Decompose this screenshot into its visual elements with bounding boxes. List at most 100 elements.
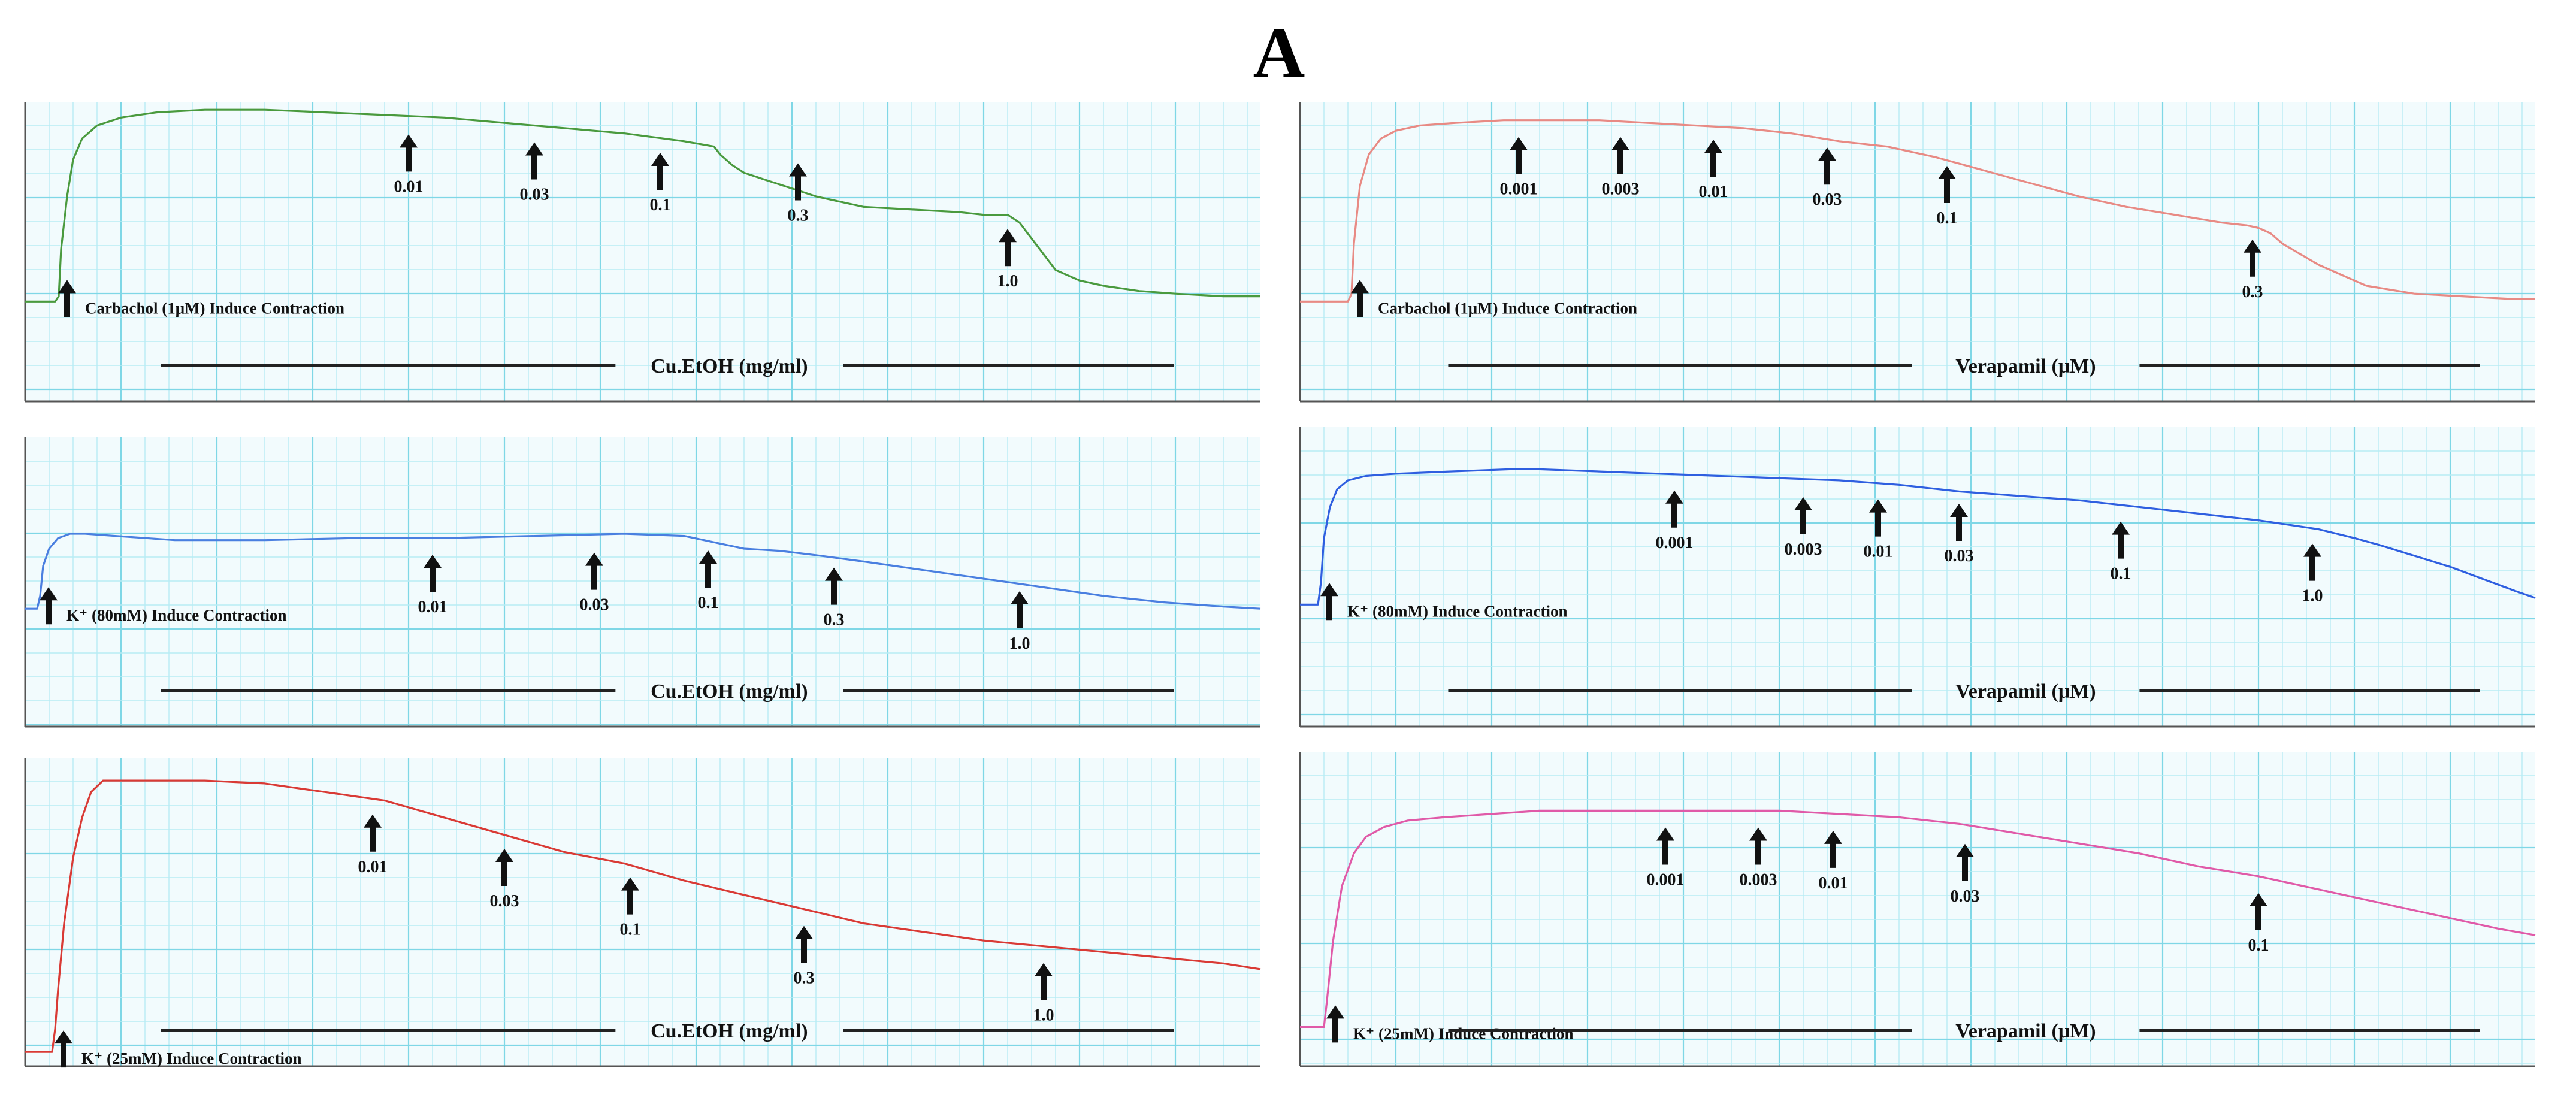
dose-arrow-icon-shape [789,163,807,201]
dose-arrow-icon-shape [1611,137,1629,174]
induction-arrow-icon-shape [1326,1005,1344,1043]
dose-label: 0.003 [1740,870,1777,889]
induction-label: Carbachol (1μM) Induce Contraction [85,299,344,317]
dose-arrow-icon [424,555,442,592]
panel-k25-cu-etoh: K⁺ (25mM) Induce Contraction0.010.030.10… [24,758,1261,1068]
dose-label: 1.0 [2302,587,2323,606]
induction-label: K⁺ (25mM) Induce Contraction [81,1049,301,1067]
dose-arrow-icon-shape [1510,137,1528,174]
dose-label: 0.01 [1864,543,1893,561]
chart-paper [25,437,1260,727]
panel-k25-verapamil: K⁺ (25mM) Induce Contraction 0.001 0.003 0.… [1299,752,2536,1067]
dose-arrow-icon-shape [999,229,1017,267]
grid [25,437,1260,727]
dose-label: 0.3 [788,207,809,225]
dose-arrow-icon-shape [1794,497,1812,534]
dose-arrow-icon [585,552,603,590]
dose-arrow-icon-shape [1656,827,1674,865]
dose-label: 0.01 [1699,183,1728,201]
dose-arrow-icon [1611,137,1629,174]
dose-label: 1.0 [1009,634,1030,653]
dose-arrow-icon [1510,137,1528,174]
dose-arrow-icon [2244,239,2261,277]
induction-arrow-icon-shape [55,1030,72,1068]
dose-label: 0.03 [580,596,609,615]
dose-label: 0.3 [794,969,815,988]
dose-arrow-icon-shape [699,550,717,588]
dose-arrow-icon [699,550,717,588]
dose-arrow-icon-shape [1035,963,1053,1000]
dose-arrow-icon [495,848,513,886]
induction-label: Carbachol (1μM) Induce Contraction [1378,299,1637,317]
grid [1300,102,2535,401]
dose-arrow-icon [364,814,382,852]
dose-arrow-icon-shape [424,555,442,592]
grid [1300,752,2535,1066]
chart-paper [1300,102,2535,401]
dose-label: 0.3 [2242,283,2263,301]
dose-arrow-icon [1794,497,1812,534]
trace-line [1300,809,2536,1029]
dose-arrow-icon-shape [1665,490,1683,528]
dose-arrow-icon [621,877,639,915]
dose-arrow-icon [1704,140,1722,177]
chart-paper [1300,427,2535,727]
induction-arrow-icon [40,587,58,625]
dose-label: 0.03 [520,185,549,204]
dose-label: 0.003 [1602,180,1640,199]
dose-label: 0.03 [1945,547,1974,565]
dose-label: 0.1 [2248,936,2269,955]
compound-label: Cu.EtOH (mg/ml) [651,1020,808,1042]
dose-arrow-icon [1938,165,1956,203]
dose-arrow-icon-shape [2112,521,2130,559]
dose-arrow-icon-shape [1956,843,1974,881]
dose-arrow-icon [1956,843,1974,881]
dose-arrow-icon [795,925,813,963]
grid [25,758,1260,1066]
dose-arrow-icon-shape [1704,140,1722,177]
dose-arrow-icon-shape [651,153,669,190]
dose-arrow-icon [2250,893,2267,930]
dose-arrow-icon [1869,499,1887,537]
dose-label: 0.003 [1785,540,1822,559]
dose-arrow-icon [1656,827,1674,865]
dose-arrow-icon-shape [1869,499,1887,537]
dose-arrow-icon [1824,830,1842,868]
compound-label: Cu.EtOH (mg/ml) [651,680,808,703]
compound-label: Verapamil (μM) [1955,355,2096,377]
dose-label: 0.1 [620,921,641,939]
dose-arrow-icon-shape [495,848,513,886]
dose-arrow-icon [1665,490,1683,528]
chart-paper [25,102,1260,401]
dose-label: 0.3 [824,611,845,630]
dose-label: 0.1 [650,196,671,214]
dose-arrow-icon-shape [2303,543,2321,581]
induction-label: K⁺ (25mM) Induce Contraction [1353,1024,1573,1042]
dose-arrow-icon [1011,591,1029,628]
dose-arrow-icon [999,229,1017,267]
compound-label: Verapamil (μM) [1955,680,2096,703]
dose-arrow-icon-shape [1824,830,1842,868]
dose-arrow-icon [1035,963,1053,1000]
induction-label: K⁺ (80mM) Induce Contraction [1347,602,1567,620]
dose-arrow-icon-shape [2250,893,2267,930]
chart-paper [1300,752,2535,1066]
trace-line [1300,119,2535,303]
trace-line [25,779,1261,1053]
compound-label: Verapamil (μM) [1955,1020,2096,1042]
dose-arrow-icon-shape [525,142,543,180]
dose-arrow-icon-shape [1011,591,1029,628]
dose-label: 0.03 [490,892,519,911]
dose-arrow-icon-shape [1938,165,1956,203]
dose-arrow-icon-shape [585,552,603,590]
trace-line [1300,468,2536,606]
dose-label: 0.001 [1647,870,1685,889]
dose-arrow-icon-shape [621,877,639,915]
dose-label: 1.0 [997,272,1018,291]
dose-arrow-icon-shape [1749,827,1767,865]
dose-arrow-icon-shape [1818,147,1836,185]
